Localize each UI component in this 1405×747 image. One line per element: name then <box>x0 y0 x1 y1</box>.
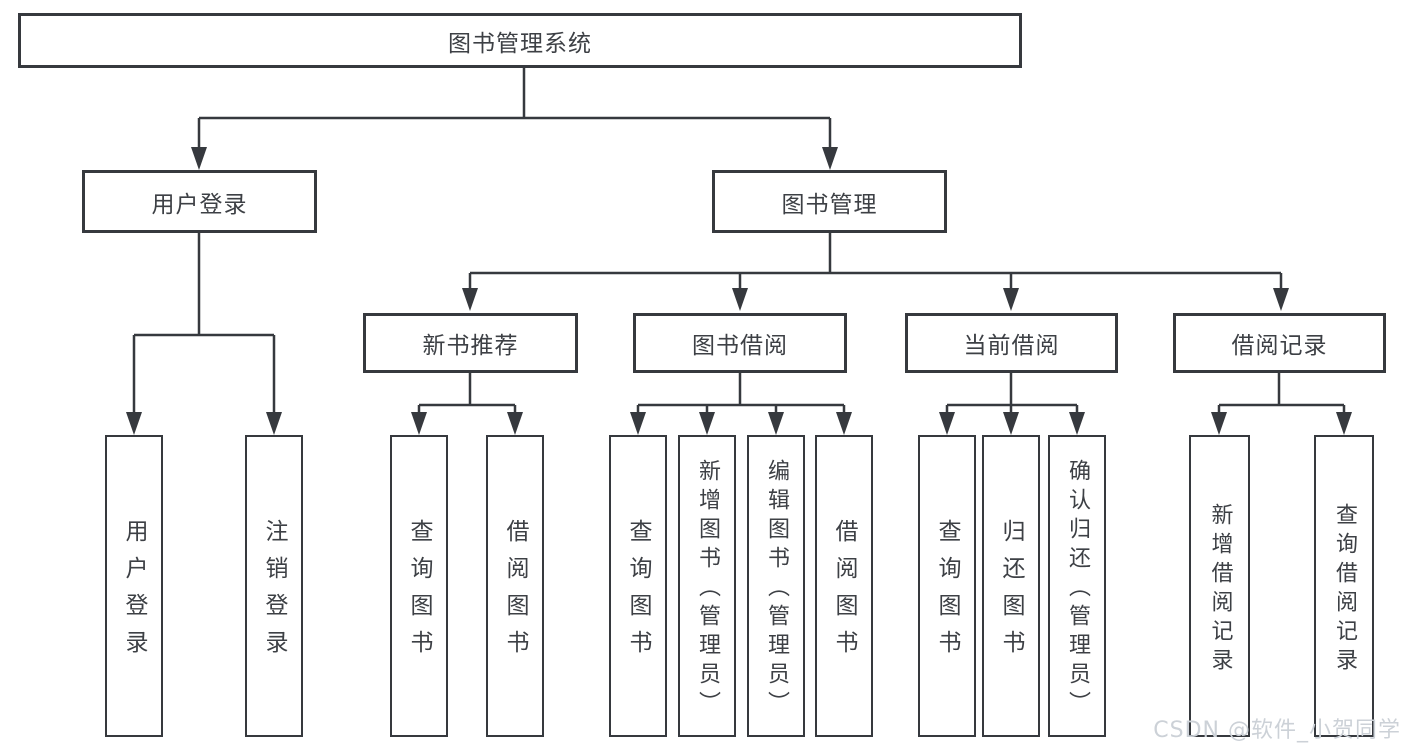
node-label: 查询图书 <box>406 519 432 667</box>
node-label: 借阅记录 <box>1231 333 1328 359</box>
leaf-borrow-books-recommend: 借阅图书 <box>486 435 544 737</box>
csdn-watermark: CSDN @软件_小贺同学 <box>1153 718 1401 743</box>
node-new-book-recommend: 新书推荐 <box>363 313 578 373</box>
node-label: 新书推荐 <box>422 333 519 359</box>
node-label: 当前借阅 <box>963 333 1060 359</box>
arrowhead-icons <box>126 147 1352 435</box>
node-root-library-system: 图书管理系统 <box>18 13 1022 68</box>
node-label: 查询图书 <box>934 519 960 667</box>
node-label: 确认归还（管理员） <box>1065 459 1090 720</box>
node-label: 新增借阅记录 <box>1207 502 1233 677</box>
leaf-query-borrow-record: 查询借阅记录 <box>1314 435 1374 737</box>
leaf-query-books-recommend: 查询图书 <box>390 435 448 737</box>
node-book-borrowing: 图书借阅 <box>633 313 847 373</box>
leaf-confirm-return-admin: 确认归还（管理员） <box>1048 435 1106 737</box>
node-label: 图书借阅 <box>692 333 788 359</box>
node-current-borrowing: 当前借阅 <box>905 313 1118 373</box>
leaf-borrow-books-borrowing: 借阅图书 <box>815 435 873 737</box>
node-label: 图书管理 <box>781 191 878 218</box>
leaf-query-books-current: 查询图书 <box>918 435 976 737</box>
leaf-edit-books-admin: 编辑图书（管理员） <box>747 435 805 737</box>
node-label: 用户登录 <box>121 519 147 667</box>
node-label: 注销登录 <box>261 519 287 667</box>
leaf-logout: 注销登录 <box>245 435 303 737</box>
leaf-add-books-admin: 新增图书（管理员） <box>678 435 736 737</box>
node-label: 编辑图书（管理员） <box>764 459 789 720</box>
node-label: 查询借阅记录 <box>1332 502 1357 677</box>
node-label: 新增图书（管理员） <box>695 459 720 720</box>
node-label: 图书管理系统 <box>448 30 592 57</box>
leaf-return-books: 归还图书 <box>982 435 1040 737</box>
leaf-query-books-borrowing: 查询图书 <box>609 435 667 737</box>
leaf-add-borrow-record: 新增借阅记录 <box>1189 435 1250 737</box>
node-label: 借阅图书 <box>831 519 857 667</box>
node-label: 借阅图书 <box>502 519 528 667</box>
node-user-login: 用户登录 <box>82 170 317 233</box>
leaf-user-login: 用户登录 <box>105 435 163 737</box>
node-book-management: 图书管理 <box>712 170 947 233</box>
node-borrowing-records: 借阅记录 <box>1173 313 1386 373</box>
node-label: 用户登录 <box>151 191 248 218</box>
node-label: 查询图书 <box>625 519 651 667</box>
node-label: 归还图书 <box>998 519 1024 667</box>
